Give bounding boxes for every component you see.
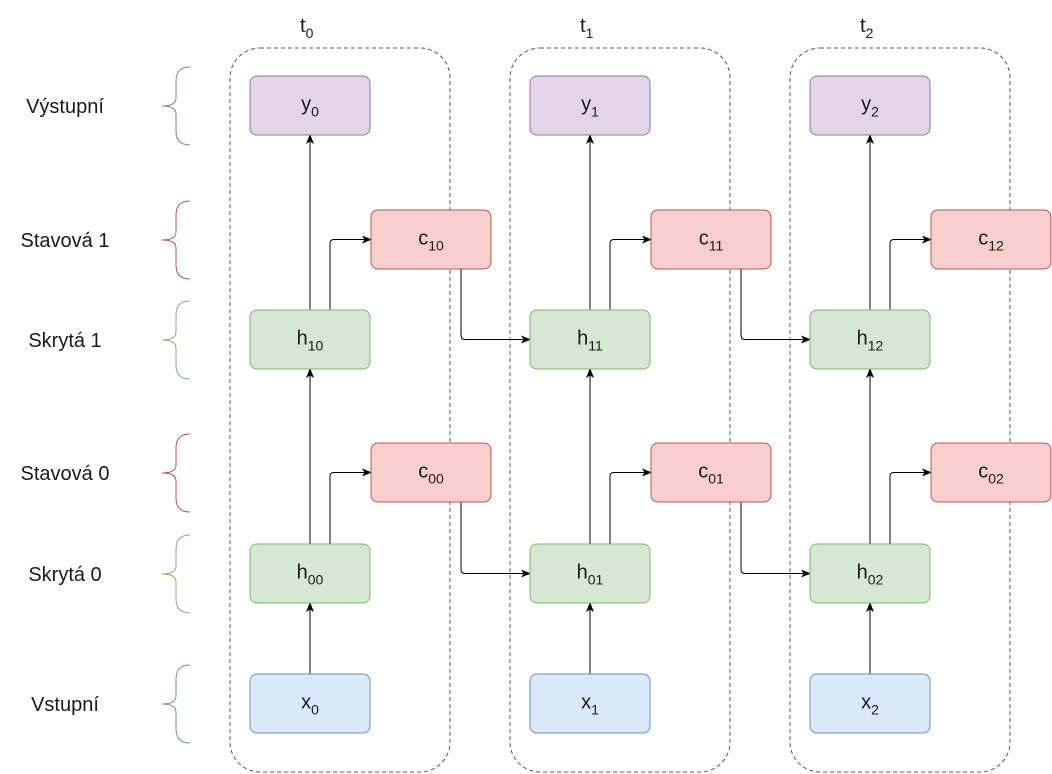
edge-h11-to-c11 (609, 235, 652, 310)
row-label-output: Výstupní (26, 96, 104, 118)
edge-c11-to-h12 (740, 269, 811, 344)
node-label-y1: y1 (581, 94, 599, 120)
node-label-y2: y2 (861, 94, 879, 120)
brace-hidden0 (161, 534, 191, 614)
node-c11: c11 (650, 209, 772, 270)
node-box-c10 (370, 209, 492, 270)
node-box-x0 (249, 673, 371, 734)
node-box-c01 (650, 442, 772, 503)
row-label-state0: Stavová 0 (21, 463, 110, 485)
nodes: y0 y1 y2 c10 c11 c12 h10 h11 h12 c00 c01 c02 h00 h01 h… (249, 75, 1052, 734)
node-box-x1 (529, 673, 651, 734)
node-box-h02 (809, 543, 931, 604)
node-h01: h01 (529, 543, 651, 604)
node-box-y1 (529, 75, 651, 136)
node-label-x1: x1 (581, 692, 599, 718)
node-c02: c02 (930, 442, 1052, 503)
time-step-frame-1 (509, 47, 731, 773)
time-step-frame-2 (789, 47, 1011, 773)
node-c10: c10 (370, 209, 492, 270)
edge-c01-to-h02 (740, 502, 811, 578)
node-label-c11: c11 (699, 228, 724, 254)
node-box-h00 (249, 543, 371, 604)
brace-input (161, 664, 191, 744)
node-box-h10 (249, 309, 371, 370)
row-label-hidden0: Skrytá 0 (28, 564, 101, 586)
node-label-c00: c00 (418, 461, 444, 487)
connections (306, 134, 932, 674)
brace-hidden1 (161, 300, 191, 380)
node-box-y0 (249, 75, 371, 136)
node-label-h12: h12 (857, 328, 884, 354)
node-label-x0: x0 (301, 692, 319, 718)
brace-output (161, 66, 191, 146)
edge-c10-to-h11 (460, 269, 531, 344)
node-label-h00: h00 (297, 562, 324, 588)
time-step-frames (229, 47, 1011, 773)
edge-c00-to-h01 (460, 502, 531, 578)
node-box-c12 (930, 209, 1052, 270)
time-step-label-1: t1 (580, 15, 594, 41)
time-step-label-0: t0 (300, 15, 314, 41)
edge-h02-to-c02 (889, 468, 932, 544)
node-label-c12: c12 (978, 228, 1004, 254)
node-c00: c00 (370, 442, 492, 503)
node-box-c11 (650, 209, 772, 270)
row-label-hidden1: Skrytá 1 (28, 330, 101, 352)
time-step-frame-0 (229, 47, 451, 773)
node-c12: c12 (930, 209, 1052, 270)
node-y1: y1 (529, 75, 651, 136)
edge-h10-to-c10 (329, 235, 372, 310)
time-step-label-2: t2 (860, 15, 874, 41)
node-box-y2 (809, 75, 931, 136)
node-x2: x2 (809, 673, 931, 734)
node-label-h02: h02 (857, 562, 884, 588)
node-label-h10: h10 (297, 328, 324, 354)
node-box-c02 (930, 442, 1052, 503)
node-y0: y0 (249, 75, 371, 136)
node-h00: h00 (249, 543, 371, 604)
node-label-h11: h11 (577, 328, 603, 354)
node-h11: h11 (529, 309, 651, 370)
node-box-x2 (809, 673, 931, 734)
node-box-h11 (529, 309, 651, 370)
row-label-state1: Stavová 1 (21, 230, 110, 252)
node-x0: x0 (249, 673, 371, 734)
node-box-c00 (370, 442, 492, 503)
edge-h00-to-c00 (329, 468, 372, 544)
node-label-c02: c02 (978, 461, 1004, 487)
node-h12: h12 (809, 309, 931, 370)
row-braces (161, 66, 191, 744)
node-label-x2: x2 (861, 692, 879, 718)
node-h10: h10 (249, 309, 371, 370)
node-x1: x1 (529, 673, 651, 734)
node-h02: h02 (809, 543, 931, 604)
node-label-h01: h01 (577, 562, 604, 588)
edge-h01-to-c01 (609, 468, 652, 544)
node-label-c10: c10 (418, 228, 444, 254)
node-c01: c01 (650, 442, 772, 503)
node-y2: y2 (809, 75, 931, 136)
brace-state1 (161, 200, 191, 280)
node-box-h01 (529, 543, 651, 604)
node-box-h12 (809, 309, 931, 370)
edge-h12-to-c12 (889, 235, 932, 310)
node-label-y0: y0 (301, 94, 319, 120)
node-label-c01: c01 (698, 461, 724, 487)
brace-state0 (161, 433, 191, 513)
row-label-input: Vstupní (31, 694, 99, 716)
